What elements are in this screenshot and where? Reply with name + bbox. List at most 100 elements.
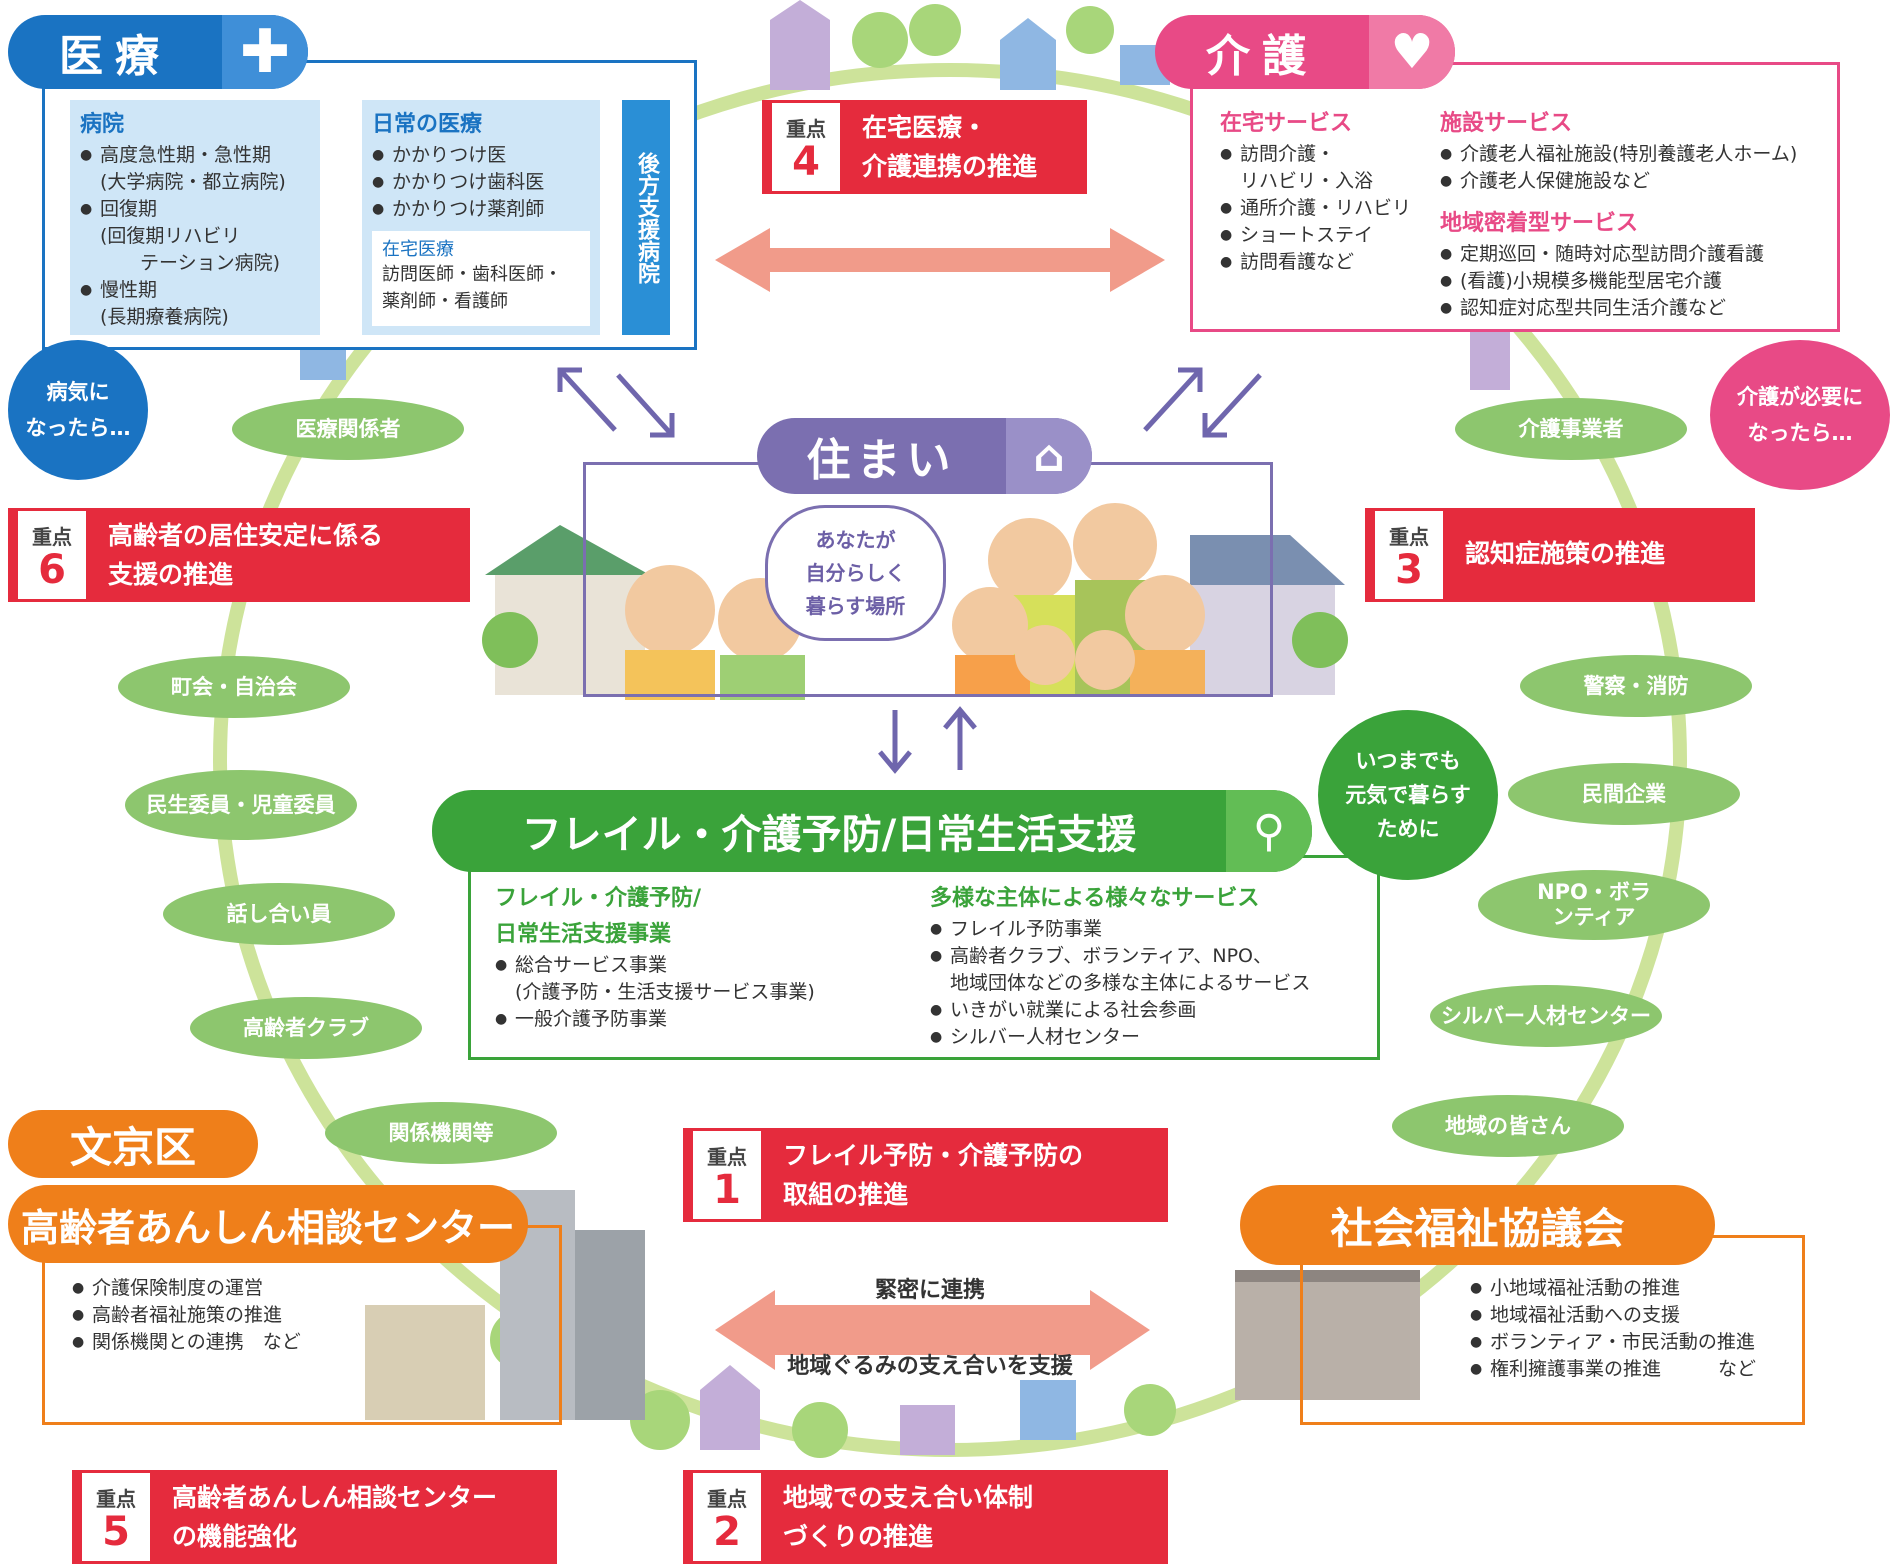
- hospital-item: (長期療養病院): [100, 306, 229, 328]
- focus-text: 地域での支え合い体制: [783, 1483, 1034, 1512]
- frail-right-item: いきがい就業による社会参画: [930, 997, 1370, 1024]
- focus-label: 重点: [786, 116, 826, 141]
- care-bubble-line: なったら…: [1747, 421, 1853, 445]
- hospital-item: (回復期リハビリ: [100, 225, 241, 247]
- focus-number: 1: [713, 1166, 741, 1213]
- council-item: 小地域福祉活動の推進: [1470, 1275, 1800, 1302]
- care-community-item: 認知症対応型共同生活介護など: [1440, 295, 1830, 322]
- care-facility-item: 介護老人福祉施設(特別養護老人ホーム): [1440, 141, 1830, 168]
- focus-label: 重点: [707, 1144, 747, 1169]
- focus-label: 重点: [1389, 524, 1429, 549]
- thought-line: あなたが: [815, 527, 896, 552]
- frail-bubble-line: 元気で暮らす: [1345, 783, 1471, 807]
- housing-thought-bubble: あなたが自分らしく暮らす場所: [765, 505, 946, 641]
- frail-left: フレイル・介護予防/ 日常生活支援事業 総合サービス事業 (介護予防・生活支援サ…: [495, 880, 915, 1033]
- council-item: 権利擁護事業の推進 など: [1470, 1356, 1800, 1383]
- focus-label: 重点: [96, 1486, 136, 1511]
- care-home-item: 訪問看護など: [1220, 249, 1430, 276]
- actor-welfare-commissioner: 民生委員・児童委員: [125, 770, 357, 840]
- focus-text: づくりの推進: [783, 1522, 934, 1551]
- council-items: 小地域福祉活動の推進 地域福祉活動への支援 ボランティア・市民活動の推進 権利擁…: [1470, 1275, 1800, 1383]
- care-facility-title: 施設サービス: [1440, 111, 1573, 136]
- care-home-item: 通所介護・リハビリ: [1220, 195, 1430, 222]
- care-bubble: 介護が必要になったら…: [1710, 340, 1890, 490]
- hospital-title: 病院: [80, 112, 125, 137]
- actor-medical-staff: 医療関係者: [232, 398, 464, 460]
- frail-left-title: 日常生活支援事業: [495, 922, 672, 947]
- actor-care-providers: 介護事業者: [1455, 398, 1687, 460]
- focus-number: 4: [792, 138, 820, 185]
- focus-text: 高齢者あんしん相談センター: [172, 1483, 498, 1512]
- medical-bubble: 病気になったら…: [8, 340, 148, 480]
- heart-icon: ♥: [1369, 15, 1455, 89]
- care-title: 介護: [1206, 31, 1318, 82]
- frail-header: フレイル・介護予防/日常生活支援 ⚲: [432, 790, 1312, 872]
- backup-hospital-label: 後方支援病院: [622, 100, 670, 335]
- home-medical-line: 訪問医師・歯科医師・: [382, 264, 562, 285]
- focus-text: フレイル予防・介護予防の: [783, 1141, 1084, 1170]
- care-home-services: 在宅サービス 訪問介護・ リハビリ・入浴 通所介護・リハビリ ショートステイ 訪…: [1220, 105, 1430, 276]
- frail-bubble: いつまでも元気で暮らすために: [1318, 710, 1498, 880]
- frail-right-item: 地域団体などの多様な主体によるサービス: [950, 972, 1311, 994]
- care-home-item: ショートステイ: [1220, 222, 1430, 249]
- medical-title: 医療: [59, 31, 171, 82]
- focus-text: 高齢者の居住安定に係る: [108, 521, 384, 550]
- council-title: 社会福祉協議会: [1330, 1203, 1625, 1253]
- daily-care-panel: 日常の医療 かかりつけ医 かかりつけ歯科医 かかりつけ薬剤師 在宅医療 訪問医師…: [362, 100, 600, 335]
- frail-bubble-line: いつまでも: [1355, 749, 1461, 773]
- plus-icon: ✚: [222, 15, 308, 89]
- housing-arrows: [557, 367, 1262, 774]
- focus-text: 認知症施策の推進: [1465, 539, 1666, 568]
- focus-text: 在宅医療・: [862, 113, 988, 142]
- focus-number: 2: [713, 1508, 741, 1555]
- care-home-item: 訪問介護・: [1220, 141, 1430, 168]
- ward-item: 関係機関との連携 など: [72, 1329, 372, 1356]
- hospital-item: テーション病院): [140, 252, 281, 274]
- hospital-panel: 病院 高度急性期・急性期 (大学病院・都立病院) 回復期 (回復期リハビリ テー…: [70, 100, 320, 335]
- home-medical-title: 在宅医療: [382, 239, 454, 260]
- actor-related-orgs: 関係機関等: [325, 1102, 557, 1164]
- frail-left-item: 総合サービス事業: [495, 952, 915, 979]
- actor-neighborhood-assoc: 町会・自治会: [118, 656, 350, 718]
- care-community-item: (看護)小規模多機能型居宅介護: [1440, 268, 1830, 295]
- care-community-title: 地域密着型サービス: [1440, 211, 1639, 236]
- frail-bubble-line: ために: [1376, 817, 1440, 841]
- ward-name: 文京区: [8, 1110, 258, 1178]
- actor-silver-center: シルバー人材センター: [1430, 985, 1662, 1047]
- actor-seniors-club: 高齢者クラブ: [190, 997, 422, 1059]
- actor-npo-volunteer: NPO・ボランティア: [1478, 870, 1710, 940]
- house-icon: ⌂: [1006, 418, 1092, 494]
- hospital-item: 回復期: [80, 196, 310, 223]
- ward-name-text: 文京区: [69, 1122, 196, 1172]
- care-community-item: 定期巡回・随時対応型訪問介護看護: [1440, 241, 1830, 268]
- focus-number: 5: [102, 1508, 130, 1555]
- daily-care-item: かかりつけ医: [372, 142, 590, 169]
- ward-item: 介護保険制度の運営: [72, 1275, 372, 1302]
- care-home-item: リハビリ・入浴: [1240, 170, 1374, 192]
- thought-line: 自分らしく: [805, 560, 906, 585]
- focus-label: 重点: [32, 524, 72, 549]
- ward-center-title: 高齢者あんしん相談センター: [20, 1205, 515, 1250]
- hospital-item: 高度急性期・急性期: [80, 142, 310, 169]
- frail-left-item: (介護予防・生活支援サービス事業): [515, 981, 815, 1003]
- care-header: 介護 ♥: [1155, 15, 1455, 89]
- daily-care-item: かかりつけ歯科医: [372, 169, 590, 196]
- hospital-item: (大学病院・都立病院): [100, 171, 286, 193]
- care-facility-services: 施設サービス 介護老人福祉施設(特別養護老人ホーム) 介護老人保健施設など 地域…: [1440, 105, 1830, 322]
- frail-left-item: 一般介護予防事業: [495, 1006, 915, 1033]
- council-header: 社会福祉協議会: [1240, 1185, 1715, 1265]
- focus-number: 3: [1395, 546, 1423, 593]
- focus-text: 介護連携の推進: [862, 152, 1038, 181]
- focus-number: 6: [38, 546, 66, 593]
- ward-item: 高齢者福祉施策の推進: [72, 1302, 372, 1329]
- link-top-text: 緊密に連携: [874, 1278, 985, 1303]
- housing-scene: [482, 503, 1348, 700]
- home-medical-box: 在宅医療 訪問医師・歯科医師・ 薬剤師・看護師: [372, 231, 590, 326]
- medical-bubble-line: 病気に: [46, 380, 110, 404]
- hospital-item: 慢性期: [80, 277, 310, 304]
- housing-header: 住まい ⌂: [757, 418, 1092, 494]
